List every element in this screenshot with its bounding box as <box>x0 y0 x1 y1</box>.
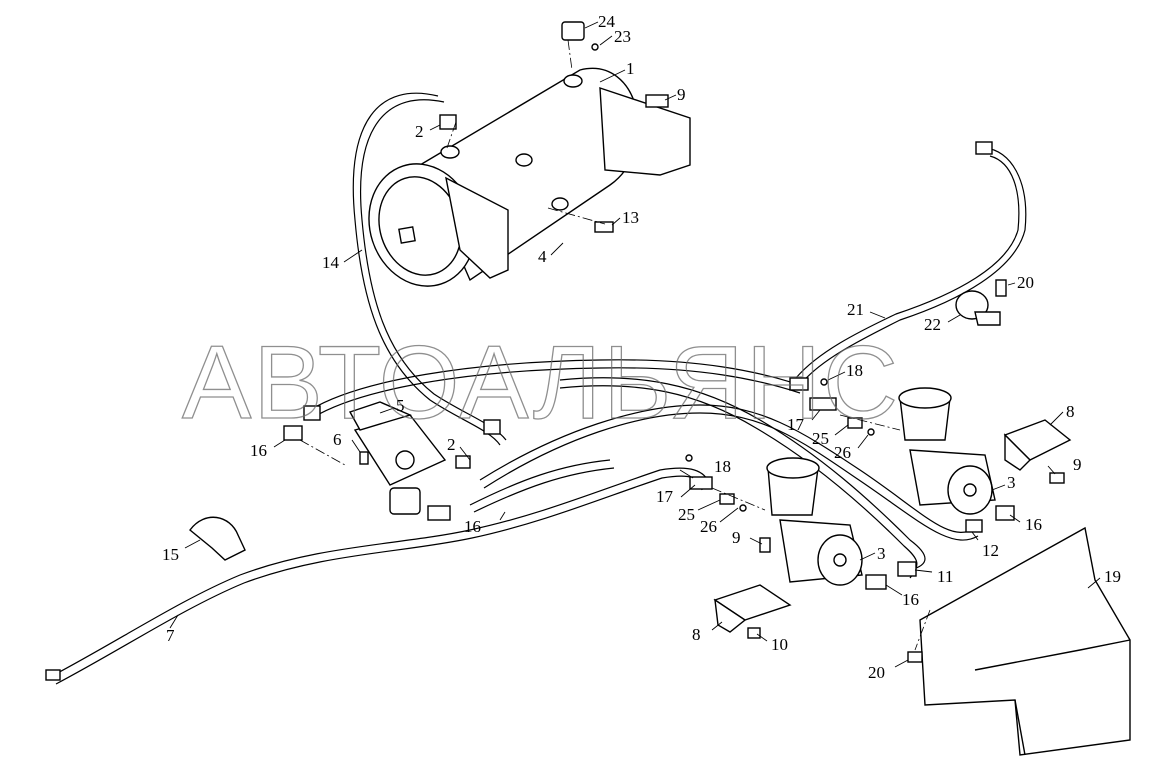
leader-lines <box>169 21 1101 668</box>
callout-7: 7 <box>166 626 175 645</box>
callout-11: 11 <box>937 567 953 586</box>
callout-9-center: 9 <box>732 528 741 547</box>
callout-1: 1 <box>626 59 635 78</box>
drier-center <box>766 457 863 586</box>
callout-20-lower: 20 <box>868 663 885 682</box>
callout-15: 15 <box>162 545 179 564</box>
callout-25: 25 <box>812 429 829 448</box>
pipe-14 <box>352 92 507 446</box>
cover-19 <box>919 526 1131 756</box>
callout-16: 16 <box>250 441 267 460</box>
callout-9: 9 <box>677 85 686 104</box>
callout-2: 2 <box>415 122 424 141</box>
callout-8-center: 8 <box>692 625 701 644</box>
clamp-15 <box>189 516 246 561</box>
fittings <box>45 21 1065 681</box>
axis-lines <box>299 39 931 651</box>
callout-2-lower: 2 <box>447 435 456 454</box>
clamp-22 <box>955 290 1001 326</box>
callout-24: 24 <box>598 12 616 31</box>
pipe-12 <box>479 404 979 541</box>
callout-22: 22 <box>924 315 941 334</box>
callout-4: 4 <box>538 247 547 266</box>
callout-16-right: 16 <box>1025 515 1042 534</box>
watermark-text: АВТОАЛЬЯНС <box>182 325 900 441</box>
callout-10: 10 <box>771 635 788 654</box>
callout-3-center: 3 <box>877 544 886 563</box>
callout-25-center: 25 <box>678 505 695 524</box>
callout-13: 13 <box>622 208 639 227</box>
pipe-21 <box>795 147 1027 386</box>
pipe-2-lower <box>469 459 615 513</box>
callout-labels: 24 23 1 9 2 13 14 4 20 21 22 5 18 6 16 2… <box>162 12 1121 682</box>
pipe-11 <box>559 377 926 579</box>
callout-9-right: 9 <box>1073 455 1082 474</box>
bracket-8-center <box>713 584 792 633</box>
callout-6: 6 <box>333 430 342 449</box>
callout-8: 8 <box>1066 402 1075 421</box>
air-receiver <box>368 67 691 287</box>
callout-17-center: 17 <box>656 487 674 506</box>
callout-16-lower: 16 <box>902 590 919 609</box>
callout-23: 23 <box>614 27 631 46</box>
callout-16-center: 16 <box>464 517 481 536</box>
callout-18-center: 18 <box>714 457 731 476</box>
callout-19: 19 <box>1104 567 1121 586</box>
callout-21: 21 <box>847 300 864 319</box>
callout-5: 5 <box>396 396 405 415</box>
bracket-8-right <box>1003 419 1072 471</box>
callout-26-center: 26 <box>700 517 717 536</box>
callout-3: 3 <box>1007 473 1016 492</box>
callout-18: 18 <box>846 361 863 380</box>
pipe-7 <box>51 467 711 685</box>
callout-12: 12 <box>982 541 999 560</box>
pipe-main-upper <box>309 359 801 419</box>
callout-20: 20 <box>1017 273 1034 292</box>
callout-17: 17 <box>787 415 805 434</box>
callout-26: 26 <box>834 443 851 462</box>
brake-valve <box>348 401 447 515</box>
drier-right <box>898 387 996 515</box>
callout-14: 14 <box>322 253 340 272</box>
